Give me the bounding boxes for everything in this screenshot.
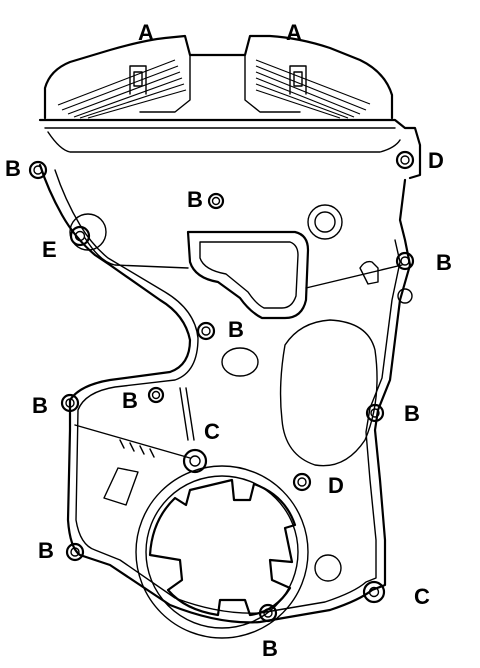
label-e-left: E (42, 237, 57, 262)
callout-labels: A A B D B E B B B B B C D B C B (5, 20, 452, 661)
bolt-d-center-low (292, 472, 312, 492)
guide-line (84, 237, 403, 289)
label-b-left-mid: B (32, 393, 48, 418)
label-a-left: A (138, 20, 154, 45)
bolt-b-right-mid (395, 251, 415, 271)
bolts (28, 150, 415, 623)
bolt-b-right-low (365, 403, 385, 423)
label-b-center-top: B (187, 187, 203, 212)
bolt-c-right-bottom (362, 580, 386, 604)
bolt-b-center-mid (196, 321, 216, 341)
label-b-center-low: B (122, 388, 138, 413)
inspection-window (186, 230, 310, 320)
bolt-b-left-mid (60, 393, 80, 413)
bolt-b-bottom (258, 603, 278, 623)
bolt-b-center-top (207, 192, 225, 210)
upper-cover (38, 34, 422, 180)
bolt-c-center (182, 448, 208, 474)
label-b-left-top: B (5, 156, 21, 181)
label-b-left-bottom: B (38, 538, 54, 563)
lower-cover-outline (38, 163, 412, 624)
label-b-right-mid: B (436, 250, 452, 275)
right-fins (255, 59, 371, 119)
label-d-center-low: D (328, 473, 344, 498)
bolt-b-left-bottom (65, 542, 85, 562)
label-b-bottom: B (262, 636, 278, 661)
left-fins (57, 59, 187, 119)
bolt-b-center-low (147, 386, 165, 404)
bolt-b-left-top (28, 160, 48, 180)
label-a-right: A (286, 20, 302, 45)
crank-opening (135, 465, 309, 639)
label-c-right-bottom: C (414, 584, 430, 609)
label-b-center-mid: B (228, 317, 244, 342)
label-b-right-low: B (404, 401, 420, 426)
bolt-e (69, 225, 91, 247)
label-c-center: C (204, 419, 220, 444)
label-d-right-top: D (428, 148, 444, 173)
cover-features (69, 204, 413, 582)
bolt-d-right-top (395, 150, 415, 170)
